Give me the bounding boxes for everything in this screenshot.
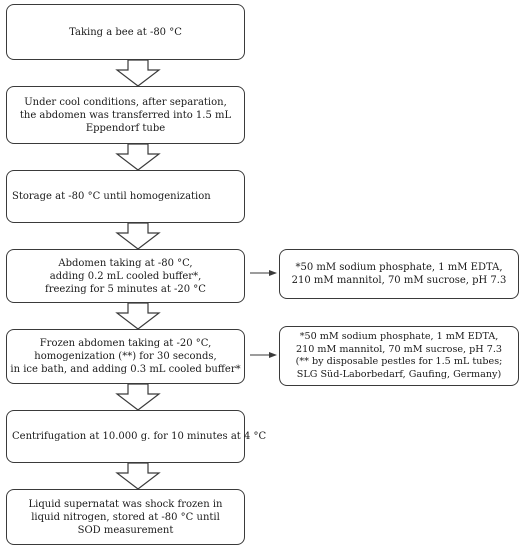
step-4-box: Abdomen taking at -80 °C, adding 0.2 mL … — [6, 249, 245, 303]
down-arrow-6 — [115, 462, 161, 490]
step-4-line-2: adding 0.2 mL cooled buffer*, — [49, 270, 202, 282]
step-6-line-1: Centrifugation at 10.000 g. for 10 minut… — [12, 431, 267, 442]
down-arrow-3 — [115, 222, 161, 250]
step-5-line-3: in ice bath, and adding 0.3 mL cooled bu… — [10, 364, 241, 375]
step-3-line-1: Storage at -80 °C until homogenization — [12, 191, 211, 202]
down-arrow-1 — [115, 59, 161, 87]
step-4-line-1: Abdomen taking at -80 °C, — [58, 257, 193, 269]
note-2-line-1: *50 mM sodium phosphate, 1 mM EDTA, — [299, 331, 499, 342]
step-3-box: Storage at -80 °C until homogenization — [6, 170, 245, 223]
step-1-line-1: Taking a bee at -80 °C — [69, 26, 182, 38]
step-6-box: Centrifugation at 10.000 g. for 10 minut… — [6, 410, 266, 463]
step-2-box: Under cool conditions, after separation,… — [6, 86, 245, 144]
note-1-line-1: *50 mM sodium phosphate, 1 mM EDTA, — [295, 262, 503, 273]
step-7-box: Liquid supernatat was shock frozen in li… — [6, 489, 245, 545]
step-1-box: Taking a bee at -80 °C — [6, 4, 245, 60]
down-arrow-2 — [115, 143, 161, 171]
step-7-line-1: Liquid supernatat was shock frozen in — [28, 498, 223, 510]
step-7-line-3: SOD measurement — [77, 524, 174, 536]
down-arrow-4 — [115, 302, 161, 330]
step-2-line-3: Eppendorf tube — [85, 122, 166, 134]
note-2-line-2: 210 mM mannitol, 70 mM sucrose, pH 7.3 — [296, 343, 502, 355]
step-2-line-1: Under cool conditions, after separation, — [24, 96, 227, 108]
down-arrow-5 — [115, 383, 161, 411]
step-4-line-3: freezing for 5 minutes at -20 °C — [45, 283, 206, 295]
note-1-box: *50 mM sodium phosphate, 1 mM EDTA, 210 … — [279, 249, 519, 299]
step-5-line-2: homogenization (**) for 30 seconds, — [34, 351, 217, 362]
step-7-line-2: liquid nitrogen, stored at -80 °C until — [31, 511, 220, 523]
note-1-line-2: 210 mM mannitol, 70 mM sucrose, pH 7.3 — [291, 275, 507, 286]
side-arrow-1-head — [269, 270, 277, 276]
side-arrow-2-head — [269, 352, 277, 358]
note-2-line-3: (** by disposable pestles for 1.5 mL tub… — [295, 356, 503, 367]
note-2-box: *50 mM sodium phosphate, 1 mM EDTA, 210 … — [279, 326, 519, 386]
note-2-line-4: SLG Süd-Laborbedarf, Gaufing, Germany) — [296, 368, 502, 380]
step-5-line-1: Frozen abdomen taking at -20 °C, — [39, 338, 212, 349]
step-5-box: Frozen abdomen taking at -20 °C, homogen… — [6, 329, 245, 384]
step-2-line-2: the abdomen was transferred into 1.5 mL — [19, 109, 232, 121]
